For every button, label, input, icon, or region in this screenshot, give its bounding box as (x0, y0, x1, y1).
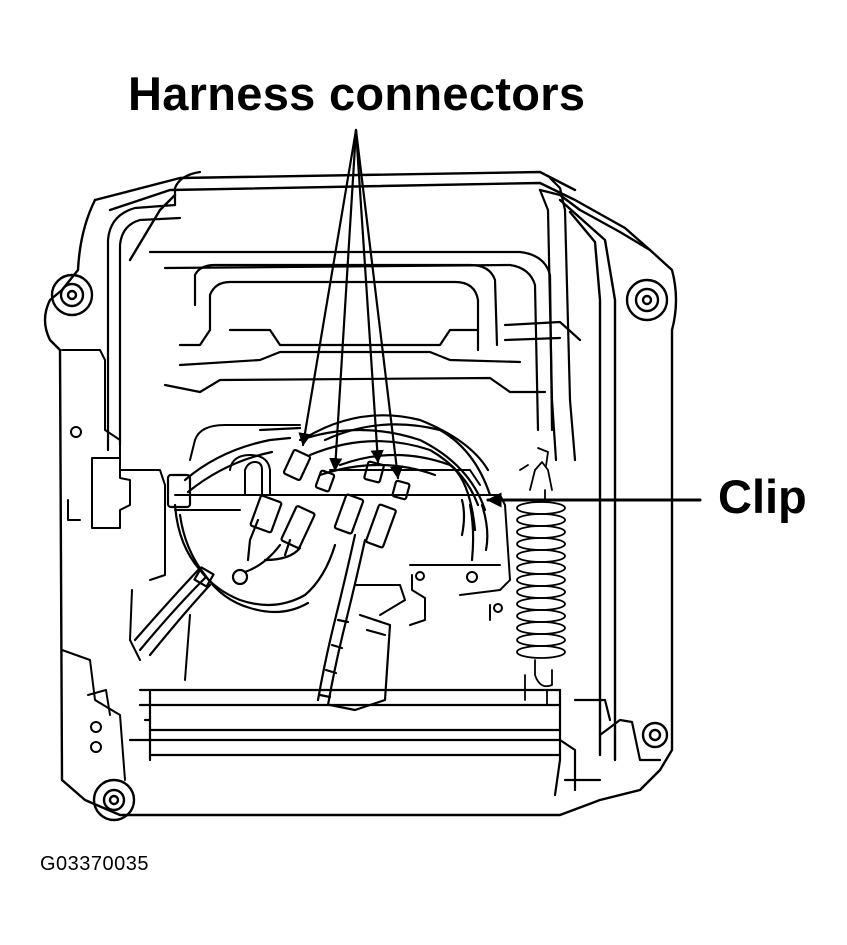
connector-body (281, 506, 315, 549)
lower-cushion-frame (130, 690, 660, 795)
connector-body (283, 449, 310, 480)
tension-spring (517, 448, 565, 705)
wiring-harness (135, 415, 490, 710)
left-side-rail (62, 350, 165, 780)
upper-back-plate (108, 172, 580, 460)
callout-leaders (298, 130, 700, 508)
connector-body (250, 495, 282, 533)
connector-body (366, 504, 397, 548)
figure-code: G03370035 (40, 853, 150, 875)
clip-label: Clip (718, 470, 807, 523)
mount-bolt-upper-left (52, 275, 92, 315)
connector-body (392, 480, 410, 499)
mount-bolt-lower-left (94, 780, 134, 820)
connector-group (248, 449, 410, 560)
harness-connectors-label: Harness connectors (128, 67, 586, 120)
connector-body (315, 470, 334, 492)
connector-body (334, 494, 363, 534)
mount-bolt-lower-right (643, 723, 667, 747)
mount-bolt-upper-right (627, 280, 667, 320)
wiring-tray (175, 425, 510, 680)
outer-frame (45, 172, 676, 815)
